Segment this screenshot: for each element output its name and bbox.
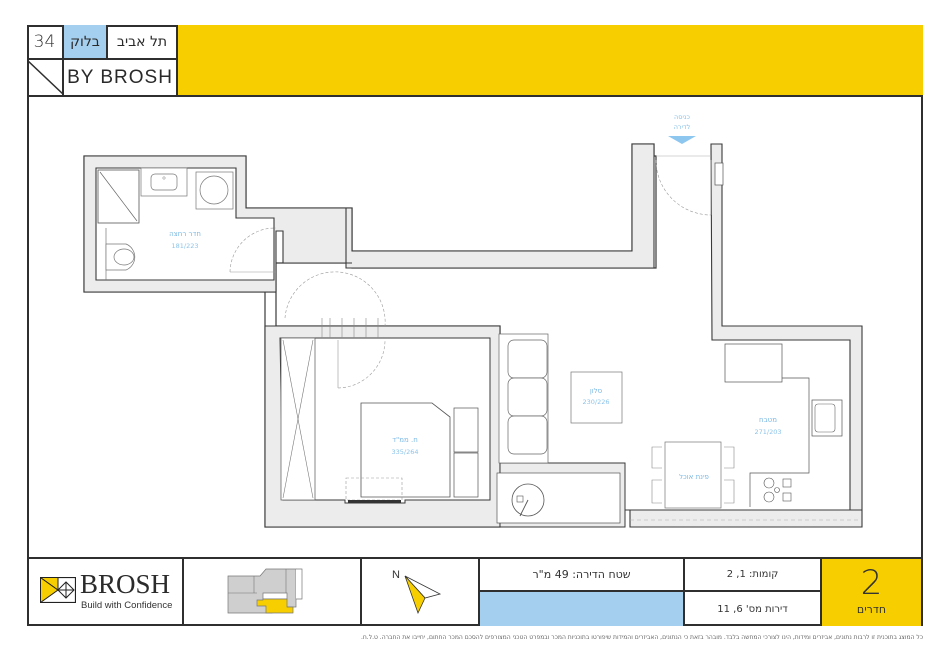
rooms-cell: 2 חדרים xyxy=(822,559,921,626)
entrance-arrow-icon xyxy=(668,136,696,144)
diagonal-mark-icon xyxy=(26,59,65,96)
area-cell: שטח הדירה: 49 מ"ר xyxy=(480,559,685,626)
brand-logo: BROSH Build with Confidence xyxy=(27,559,184,626)
compass-arrow-icon xyxy=(404,575,442,615)
logo-tagline: Build with Confidence xyxy=(81,600,173,611)
building-number: 34 xyxy=(27,25,64,60)
apartment-area: שטח הדירה: 49 מ"ר xyxy=(480,559,683,592)
logo-wordmark: BROSH xyxy=(80,569,171,599)
svg-text:חדר רחצה: חדר רחצה xyxy=(169,230,201,238)
disclaimer: כל המוצג בתוכנית זו לרבות נתונים, אביזרי… xyxy=(360,634,923,641)
svg-text:כניסה: כניסה xyxy=(674,113,691,121)
svg-text:230/226: 230/226 xyxy=(582,398,609,406)
floors: קומות: 1, 2 xyxy=(685,559,820,592)
svg-text:ח. ממ"ד: ח. ממ"ד xyxy=(392,436,418,444)
svg-text:335/264: 335/264 xyxy=(391,448,418,456)
north-arrow: N xyxy=(362,559,480,626)
city-label: תל אביב xyxy=(108,25,178,60)
svg-text:סלון: סלון xyxy=(590,387,603,395)
brosh-logo-icon xyxy=(40,577,76,603)
header: 34 בלוק תל אביב BY BROSH xyxy=(26,25,923,97)
header-accent-bar xyxy=(178,25,923,95)
rooms-count: 2 xyxy=(860,563,883,603)
svg-text:מטבח: מטבח xyxy=(759,416,777,424)
area-highlight xyxy=(480,592,683,626)
bathroom-walls xyxy=(83,155,353,293)
footer: BROSH Build with Confidence N שטח הדירה:… xyxy=(27,557,923,626)
brand-line: BY BROSH xyxy=(64,60,178,95)
block-label: בלוק xyxy=(64,25,108,60)
svg-text:271/203: 271/203 xyxy=(754,428,781,436)
north-label: N xyxy=(392,569,400,581)
key-plan xyxy=(184,559,362,626)
svg-text:פינת אוכל: פינת אוכל xyxy=(679,473,709,481)
key-plan-icon xyxy=(227,568,303,614)
svg-text:181/223: 181/223 xyxy=(171,242,198,250)
floor-plan: כניסה לדירה חדר רחצה 181/223 ח. ממ"ד 335… xyxy=(29,99,921,555)
floors-cell: קומות: 1, 2 דירות מס' 6, 11 xyxy=(685,559,822,626)
svg-text:לדירה: לדירה xyxy=(674,123,691,131)
rooms-label: חדרים xyxy=(856,603,887,616)
apartment-numbers: דירות מס' 6, 11 xyxy=(717,603,788,615)
